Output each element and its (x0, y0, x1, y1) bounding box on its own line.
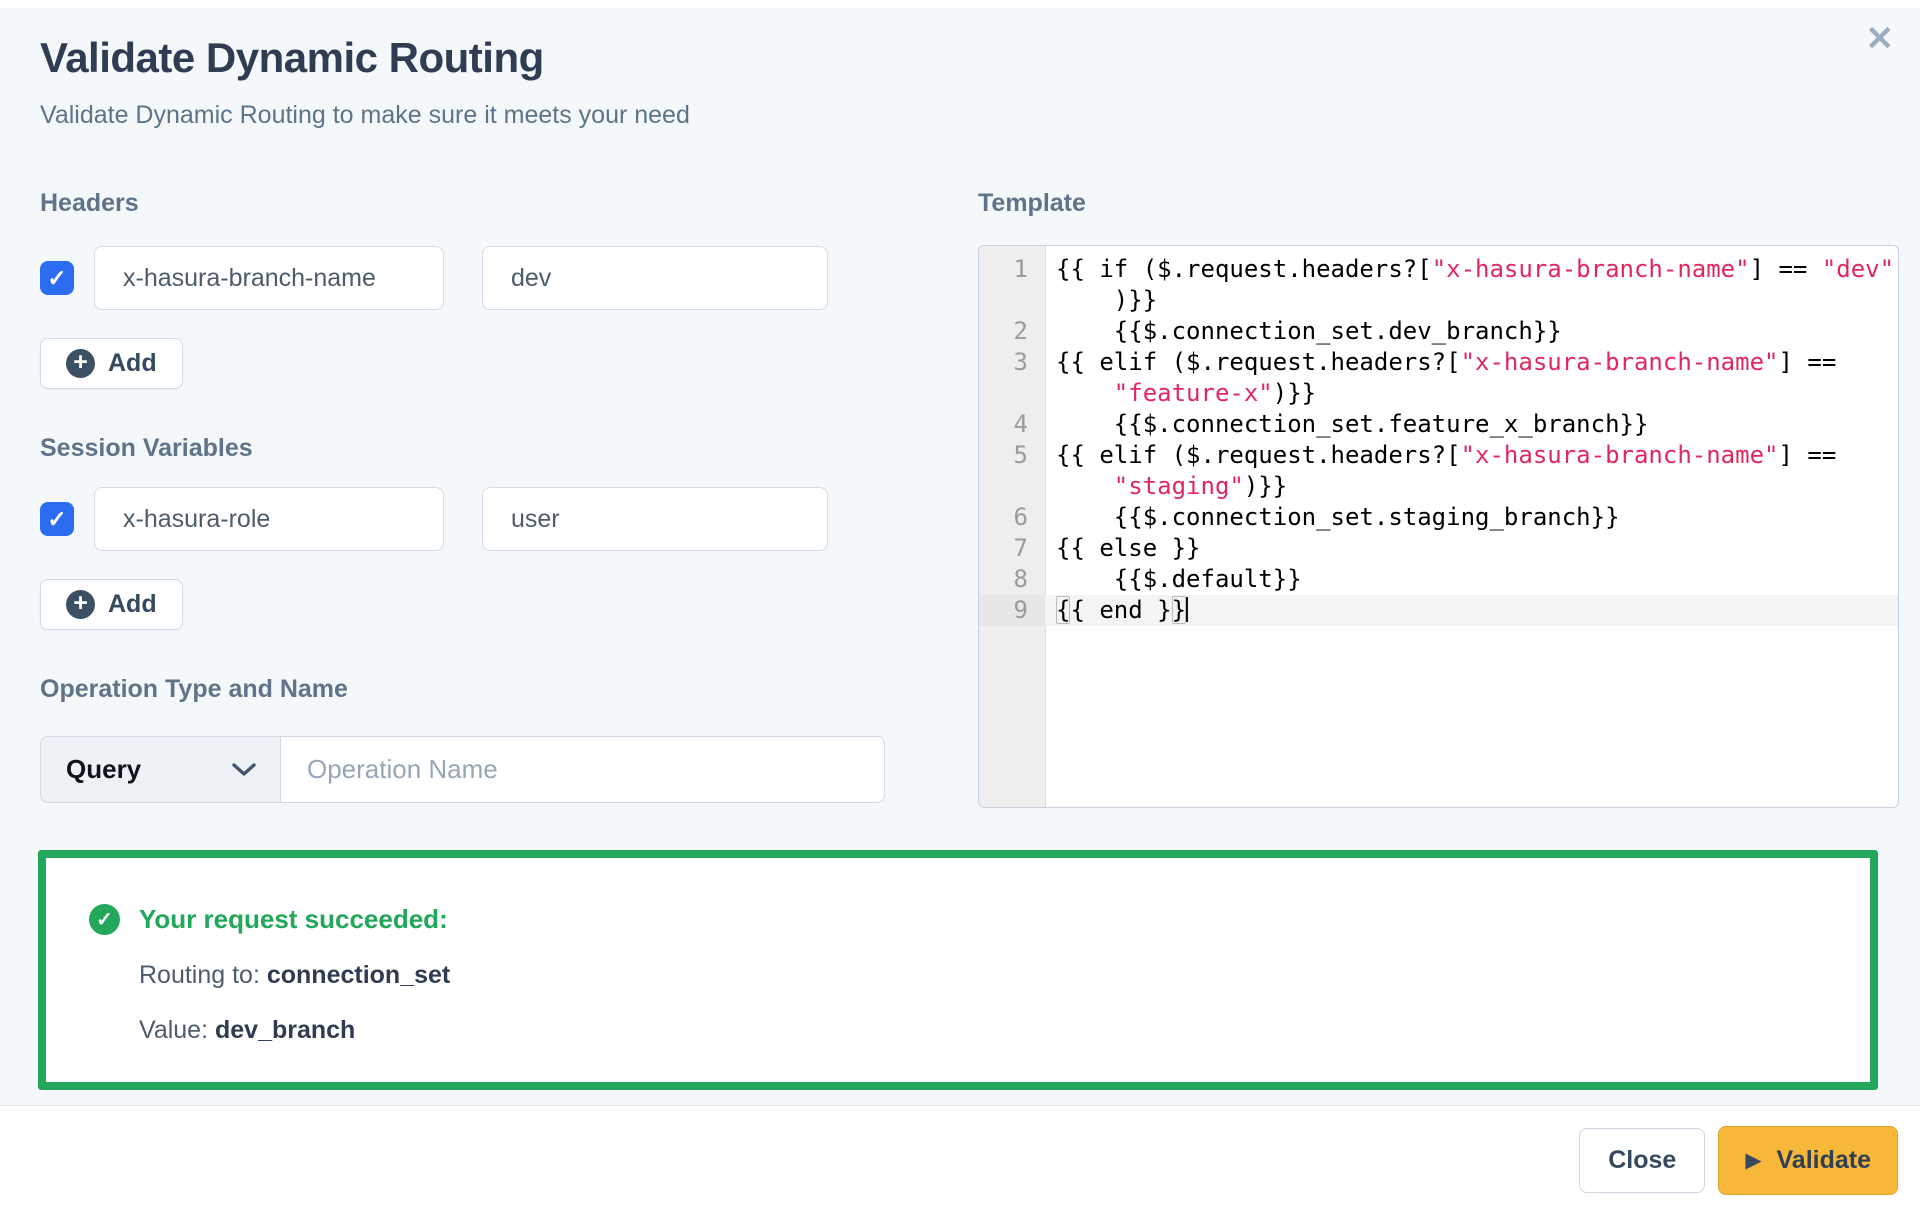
modal-title: Validate Dynamic Routing (40, 34, 544, 81)
header-row: ✓ (40, 246, 890, 310)
result-routing-line: Routing to: connection_set (139, 960, 1840, 991)
code-line-4[interactable]: 4 {{$.connection_set.feature_x_branch}} (979, 409, 1898, 440)
header-checkbox[interactable]: ✓ (40, 261, 74, 295)
modal-top-edge (0, 0, 1920, 8)
modal-footer: Close ▶ Validate (0, 1105, 1920, 1214)
check-icon: ✓ (47, 264, 67, 291)
code-text: {{$.connection_set.staging_branch}} (1056, 503, 1620, 531)
line-number: 7 (1013, 534, 1028, 562)
template-column: Template 1 {{ if ($.request.headers?["x-h… (978, 188, 1899, 808)
line-number (979, 285, 1045, 316)
line-number: 2 (1013, 317, 1028, 345)
code-line-2[interactable]: 2 {{$.connection_set.dev_branch}} (979, 316, 1898, 347)
template-code-editor[interactable]: 1 {{ if ($.request.headers?["x-hasura-bra… (978, 245, 1899, 808)
code-text: {{ elif ($.request.headers?["x-hasura-br… (1056, 348, 1837, 376)
session-variable-row: ✓ (40, 487, 890, 551)
result-heading-row: ✓ Your request succeeded: (89, 902, 1840, 936)
routing-label: Routing to: (139, 961, 267, 989)
validate-button[interactable]: ▶ Validate (1718, 1125, 1898, 1195)
value-value: dev_branch (214, 1016, 356, 1044)
add-header-button[interactable]: + Add (40, 338, 183, 389)
session-variable-value-input[interactable] (482, 487, 828, 551)
operation-input-group: Query (40, 736, 885, 803)
validate-button-label: Validate (1776, 1145, 1872, 1174)
modal-body: Headers ✓ + Add Session Variables ✓ + (0, 188, 1920, 808)
operation-name-input[interactable] (281, 736, 885, 803)
template-section-label: Template (978, 189, 1086, 217)
headers-section-label: Headers (40, 189, 139, 217)
close-button-label: Close (1608, 1145, 1677, 1174)
header-key-input[interactable] (94, 246, 444, 310)
modal-header: Validate Dynamic Routing Validate Dynami… (0, 8, 1920, 130)
template-code: 1 {{ if ($.request.headers?["x-hasura-bra… (979, 246, 1898, 626)
code-text: {{$.connection_set.dev_branch}} (1056, 317, 1562, 345)
request-config-column: Headers ✓ + Add Session Variables ✓ + (40, 188, 890, 808)
line-number (979, 471, 1045, 502)
plus-circle-icon: + (66, 590, 95, 619)
session-variable-checkbox[interactable]: ✓ (40, 502, 74, 536)
code-text: "feature-x")}} (1113, 379, 1317, 407)
code-line-7[interactable]: 7 {{ else }} (979, 533, 1898, 564)
code-line-8[interactable]: 8 {{$.default}} (979, 564, 1898, 595)
code-line-3[interactable]: 3 {{ elif ($.request.headers?["x-hasura-b… (979, 347, 1898, 378)
line-number: 6 (1013, 503, 1028, 531)
value-label: Value: (139, 1016, 215, 1044)
code-line-3-wrap[interactable]: "feature-x")}} (979, 378, 1898, 409)
code-text: {{ elif ($.request.headers?["x-hasura-br… (1056, 441, 1837, 469)
plus-circle-icon: + (66, 349, 95, 378)
code-text: "staging")}} (1113, 472, 1288, 500)
add-header-label: Add (108, 349, 157, 377)
play-icon: ▶ (1745, 1148, 1762, 1172)
code-text: {{$.connection_set.feature_x_branch}} (1056, 410, 1649, 438)
header-value-input[interactable] (482, 246, 828, 310)
add-session-variable-label: Add (108, 590, 157, 618)
operation-type-value: Query (66, 754, 142, 784)
session-variable-key-input[interactable] (94, 487, 444, 551)
operation-type-select[interactable]: Query (40, 736, 281, 803)
code-text: {{ if ($.request.headers?["x-hasura-bran… (1056, 255, 1895, 283)
code-line-5[interactable]: 5 {{ elif ($.request.headers?["x-hasura-b… (979, 440, 1898, 471)
line-number: 4 (1013, 410, 1028, 438)
line-number (979, 378, 1045, 409)
code-text: )}} (1056, 286, 1158, 314)
code-text: {{ end }} (1056, 596, 1189, 624)
check-icon: ✓ (47, 505, 67, 532)
close-button[interactable]: Close (1579, 1127, 1706, 1193)
add-session-variable-button[interactable]: + Add (40, 579, 183, 630)
modal-subtitle: Validate Dynamic Routing to make sure it… (40, 101, 690, 129)
code-line-1[interactable]: 1 {{ if ($.request.headers?["x-hasura-bra… (979, 254, 1898, 285)
code-line-5-wrap[interactable]: "staging")}} (979, 471, 1898, 502)
code-line-1-wrap[interactable]: )}} (979, 285, 1898, 316)
code-line-9[interactable]: 9 {{ end }} (979, 595, 1898, 626)
operation-section-label: Operation Type and Name (40, 675, 348, 703)
session-variables-section-label: Session Variables (40, 434, 253, 462)
success-check-icon: ✓ (89, 903, 120, 935)
result-heading: Your request succeeded: (139, 904, 448, 934)
line-number: 5 (1013, 441, 1028, 469)
validation-result-panel: ✓ Your request succeeded: Routing to: co… (38, 850, 1878, 1090)
result-value-line: Value: dev_branch (139, 1015, 1840, 1046)
line-number: 9 (979, 595, 1045, 626)
code-line-6[interactable]: 6 {{$.connection_set.staging_branch}} (979, 502, 1898, 533)
routing-value: connection_set (266, 961, 451, 989)
chevron-down-icon (232, 762, 256, 776)
code-text: {{ else }} (1056, 534, 1201, 562)
code-text: {{$.default}} (1056, 565, 1302, 593)
line-number: 3 (1013, 348, 1028, 376)
close-icon[interactable]: ✕ (1865, 20, 1895, 58)
line-number: 1 (1013, 255, 1028, 283)
text-cursor (1186, 597, 1189, 622)
line-number: 8 (1013, 565, 1028, 593)
